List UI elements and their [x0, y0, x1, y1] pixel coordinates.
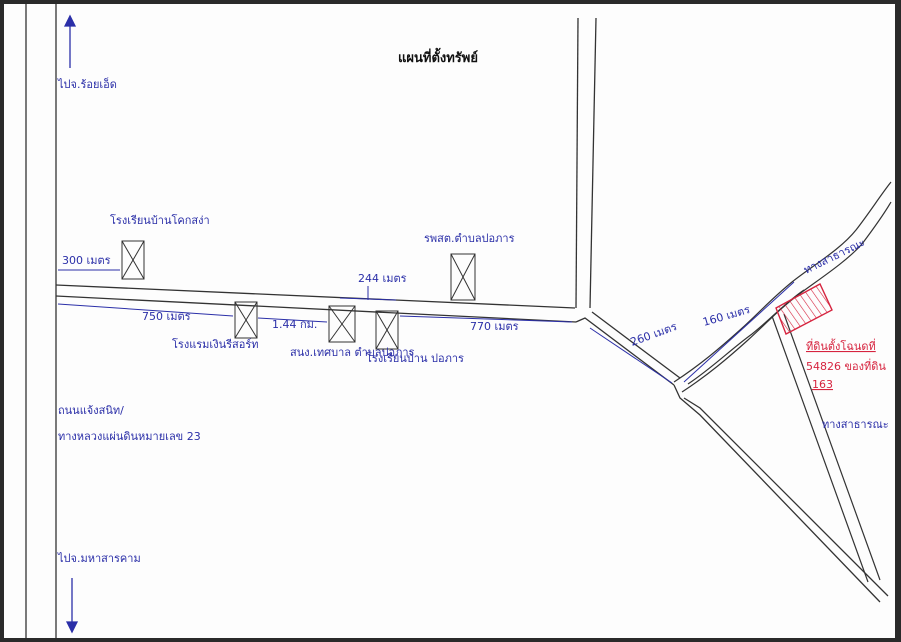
- south-arrow-icon: [65, 578, 79, 634]
- label-public-way-2: ทางสาธารณะ: [822, 418, 889, 431]
- label-south: ไปจ.มหาสารคาม: [57, 552, 141, 565]
- label-property-2: 54826 ของที่ดิน: [806, 358, 886, 373]
- label-north: ไปจ.ร้อยเอ็ด: [57, 77, 117, 91]
- public-lane: [771, 313, 881, 583]
- label-main-road-2: ทางหลวงแผ่นดินหมายเลข 23: [58, 430, 201, 443]
- landmark-box-hospital: [450, 253, 476, 301]
- map-sheet: [4, 4, 895, 638]
- label-school-kok: โรงเรียนบ้านโคกสง่า: [110, 213, 210, 227]
- label-school-po: โรงเรียนบ้าน ปอภาร: [366, 351, 464, 365]
- label-d244: 244 เมตร: [358, 272, 407, 285]
- side-road: [55, 17, 889, 603]
- landmark-box-school-po: [375, 310, 399, 350]
- label-property-3: 163: [812, 378, 833, 391]
- main-highway: [25, 4, 57, 638]
- label-hospital: รพสต.ตำบลปอภาร: [424, 232, 515, 245]
- label-property-1: ที่ดินตั้งโฉนดที่: [806, 338, 876, 353]
- north-arrow-icon: [63, 14, 77, 68]
- label-d750: 750 เมตร: [142, 310, 191, 323]
- label-sao: สนง.เทศบาล ตำบลปอภาร: [290, 346, 415, 359]
- dimension-lines: [57, 269, 795, 384]
- label-d300: 300 เมตร: [62, 254, 111, 267]
- label-public-way-1: ทางสาธารณะ: [802, 236, 868, 277]
- label-d260: 260 เมตร: [629, 320, 679, 349]
- label-d160: 160 เมตร: [701, 303, 751, 329]
- landmark-box-hotel: [234, 301, 258, 339]
- property-parcel[interactable]: [775, 283, 833, 335]
- map-title: แผนที่ตั้งทรัพย์: [398, 51, 478, 66]
- label-main-road-1: ถนนแจ้งสนิท/: [58, 404, 124, 417]
- landmark-box-sao: [328, 305, 356, 343]
- landmark-box-school-kok: [121, 240, 145, 280]
- label-d144: 1.44 กม.: [272, 318, 317, 331]
- label-d770: 770 เมตร: [470, 320, 519, 333]
- label-hotel: โรงแรมเงินรีสอร์ท: [172, 337, 258, 351]
